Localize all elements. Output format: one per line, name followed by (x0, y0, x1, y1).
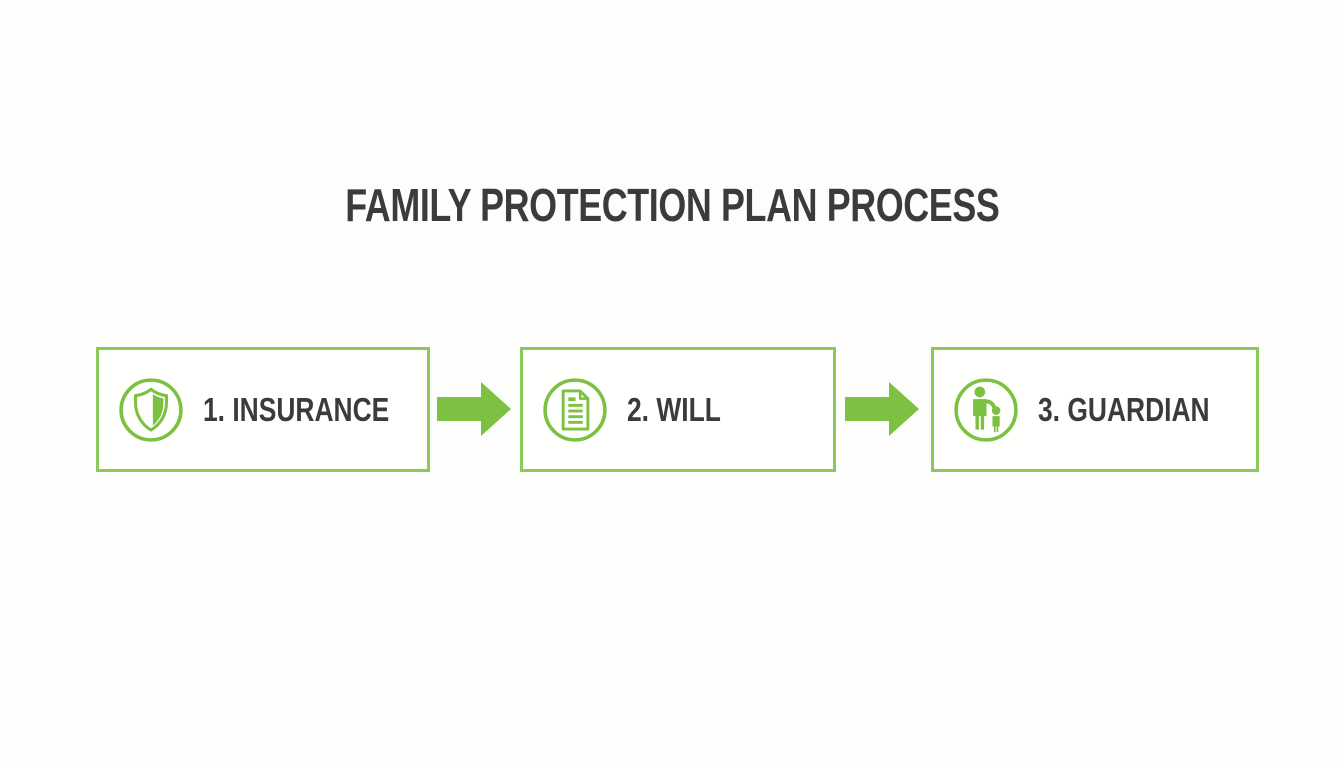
diagram-title-text: FAMILY PROTECTION PLAN PROCESS (344, 179, 1000, 231)
step-label: 2. WILL (627, 391, 744, 429)
step-box-guardian: 3. GUARDIAN (931, 347, 1259, 472)
step-label-text: 3. GUARDIAN (1038, 390, 1210, 428)
arrow-right-icon (845, 380, 921, 438)
step-label: 3. GUARDIAN (1038, 391, 1253, 429)
step-label-text: 1. INSURANCE (203, 390, 390, 428)
step-box-will: 2. WILL (520, 347, 836, 472)
arrow-right-icon (437, 380, 513, 438)
step-box-insurance: 1. INSURANCE (96, 347, 430, 472)
shield-half-icon (117, 376, 185, 444)
diagram-title: FAMILY PROTECTION PLAN PROCESS (0, 178, 1344, 232)
step-label-text: 2. WILL (627, 390, 721, 428)
guardian-family-icon (952, 376, 1020, 444)
step-label: 1. INSURANCE (203, 391, 436, 429)
will-document-icon (541, 376, 609, 444)
